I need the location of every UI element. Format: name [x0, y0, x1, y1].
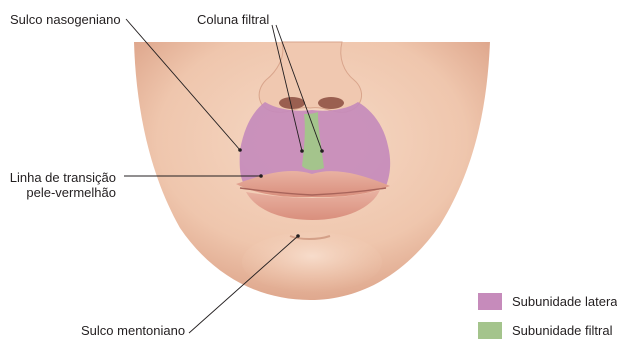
legend-item-lateral: Subunidade lateral [478, 293, 617, 310]
label-sulco-mentoniano: Sulco mentoniano [81, 323, 185, 338]
legend-swatch-filtral [478, 322, 502, 339]
label-sulco-nasogeniano: Sulco nasogeniano [10, 12, 121, 27]
right-nostril [318, 97, 344, 109]
chin-highlight [242, 232, 382, 292]
marker-dot-sulco-mentoniano [296, 234, 300, 238]
legend-label-lateral: Subunidade lateral [512, 294, 617, 309]
marker-dot-sulco-nasogeniano [238, 148, 242, 152]
label-linha-transicao-line1: Linha de transição [8, 170, 116, 185]
legend-swatch-lateral [478, 293, 502, 310]
legend-item-filtral: Subunidade filtral [478, 322, 612, 339]
marker-dot-coluna-filtral-right [320, 149, 324, 153]
marker-dot-coluna-filtral-left [300, 149, 304, 153]
label-coluna-filtral: Coluna filtral [197, 12, 269, 27]
label-linha-transicao: Linha de transição pele-vermelhão [8, 170, 116, 200]
marker-dot-linha-transicao [259, 174, 263, 178]
label-linha-transicao-line2: pele-vermelhão [8, 185, 116, 200]
legend-label-filtral: Subunidade filtral [512, 323, 612, 338]
